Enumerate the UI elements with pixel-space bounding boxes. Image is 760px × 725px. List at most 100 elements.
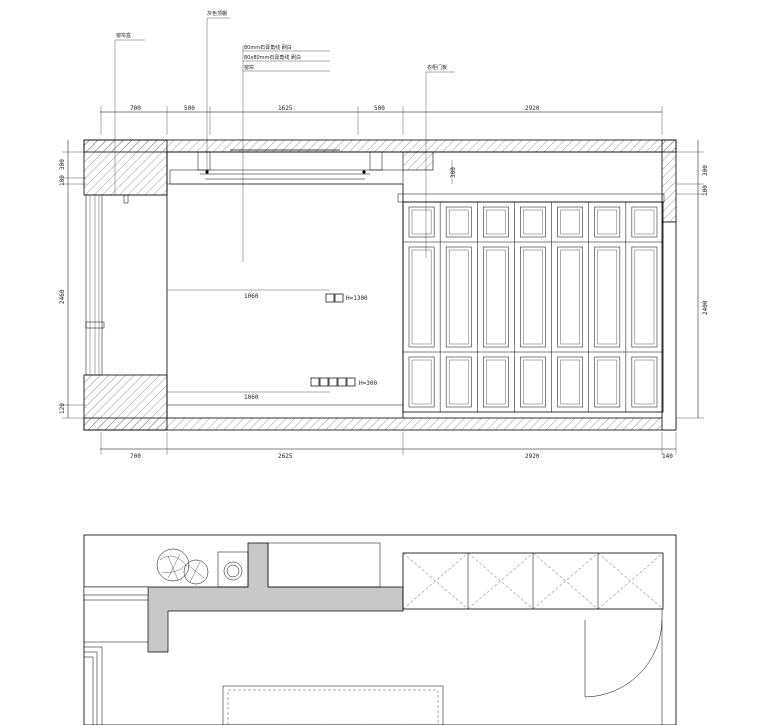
socket-box <box>337 377 347 387</box>
wardrobe-door-panel <box>560 209 580 235</box>
dim-bottom-4: 140 <box>662 453 673 460</box>
dim-bottom-2: 2625 <box>278 453 293 460</box>
socket-height-1: H=1300 <box>346 295 368 302</box>
socket-box <box>334 293 344 303</box>
socket-box <box>328 377 338 387</box>
dim-top-2: 500 <box>184 105 195 112</box>
wardrobe-door-panel <box>486 209 506 235</box>
wardrobe-elevation <box>397 193 665 413</box>
wardrobe-door-panel <box>483 246 509 348</box>
wardrobe-door-panel <box>408 246 435 348</box>
desk <box>267 542 381 588</box>
dim-top-3: 1625 <box>278 105 293 112</box>
wardrobe-door-panel <box>448 209 469 235</box>
dim-right-3: 2400 <box>702 300 709 315</box>
wardrobe-door-panel <box>557 356 583 408</box>
dim-left-4: 120 <box>59 403 66 414</box>
wardrobe-door-panel <box>520 356 546 408</box>
wardrobe-plan-cross <box>532 552 599 610</box>
door-swing <box>584 619 663 698</box>
wardrobe-plan-cross <box>597 552 664 610</box>
wardrobe-door-panel <box>560 249 580 345</box>
wall-hatch <box>84 542 404 653</box>
wardrobe-door-panel <box>634 359 655 405</box>
note-ceiling: 灰色顶棚 <box>207 10 227 17</box>
wardrobe-door-panel <box>486 359 506 405</box>
socket-box <box>319 377 329 387</box>
plan-view <box>83 534 677 725</box>
wardrobe-plan <box>402 552 664 610</box>
socket-height-2: H=300 <box>359 380 377 387</box>
dim-left-2: 100 <box>59 175 66 186</box>
dim-inner-socket-2: 1060 <box>244 394 259 401</box>
room-outline <box>102 151 662 418</box>
dim-inner-top: 300 <box>450 167 457 178</box>
annotation-leaders: 窗帘盒 灰色顶棚 80mm石膏角线 刷白 80x80mm石膏角线 刷白 窗帘 衣… <box>114 10 455 262</box>
wardrobe-door-panel <box>520 206 546 238</box>
wardrobe-door-panel <box>560 359 580 405</box>
note-cornice-2: 80x80mm石膏角线 刷白 <box>244 54 301 61</box>
wardrobe-door-panel <box>631 206 658 238</box>
wardrobe-door-panel <box>631 246 658 348</box>
wardrobe-door-panel <box>523 359 543 405</box>
dim-right-2: 100 <box>702 185 709 196</box>
wardrobe-door-panel <box>594 206 621 238</box>
wardrobe-door-panel <box>483 356 509 408</box>
plan-outline <box>83 534 677 725</box>
dim-bottom-1: 700 <box>130 453 141 460</box>
note-cornice-1: 80mm石膏角线 刷白 <box>244 44 292 51</box>
note-curtain-box: 窗帘盒 <box>116 32 131 39</box>
ceiling-cornice <box>169 149 404 185</box>
dim-top-5: 2920 <box>525 105 540 112</box>
wardrobe-door-panel <box>520 246 546 348</box>
window-plan <box>84 599 148 725</box>
wardrobe-door-panel <box>411 359 432 405</box>
dim-inner-socket-1: 1060 <box>244 293 259 300</box>
wardrobe-door-panel <box>631 356 658 408</box>
wardrobe-door-panel <box>408 206 435 238</box>
dim-top-1: 700 <box>130 105 141 112</box>
wardrobe-door-panel <box>557 246 583 348</box>
wardrobe-door-panel <box>523 209 543 235</box>
wall-section <box>83 139 677 431</box>
socket-box <box>325 293 335 303</box>
note-curtain: 窗帘 <box>244 64 254 71</box>
wardrobe-door-panel <box>445 356 472 408</box>
wardrobe-door-panel <box>411 209 432 235</box>
toilet-box <box>217 551 249 588</box>
socket-box <box>346 377 356 387</box>
wardrobe-door-panel <box>445 206 472 238</box>
wardrobe-door-panel <box>597 249 618 345</box>
wardrobe-plan-cross <box>467 552 534 610</box>
wardrobe-door-panel <box>594 246 621 348</box>
note-wardrobe: 衣柜门板 <box>427 64 447 71</box>
dim-left-1: 300 <box>59 159 66 170</box>
plant-icon <box>156 548 209 585</box>
wardrobe-door-panel <box>594 356 621 408</box>
dim-top-4: 500 <box>374 105 385 112</box>
bed-outline <box>222 685 444 725</box>
bottom-dimension-line: 700 2625 2920 140 <box>100 432 677 460</box>
right-dimension-line: 300 100 2400 <box>676 140 709 419</box>
wardrobe-door-panel <box>448 249 469 345</box>
wardrobe-door-panel <box>411 249 432 345</box>
socket-box <box>310 377 320 387</box>
wardrobe-door-panel <box>597 209 618 235</box>
dim-bottom-3: 2920 <box>525 453 540 460</box>
wardrobe-door-panel <box>634 209 655 235</box>
window-elevation <box>85 194 129 376</box>
wardrobe-door-panel <box>597 359 618 405</box>
dim-left-3: 2460 <box>59 289 66 304</box>
fixture-circle-icon <box>223 561 243 581</box>
top-dimension-line: 700 500 1625 500 2920 <box>100 105 663 135</box>
wardrobe-door-panel <box>445 246 472 348</box>
wardrobe-door-panel <box>408 356 435 408</box>
elevation-view: 700 500 1625 500 2920 窗帘盒 灰色顶棚 80mm石膏角线 … <box>59 10 709 460</box>
wardrobe-door-panel <box>523 249 543 345</box>
wardrobe-door-panel <box>483 206 509 238</box>
wardrobe-plan-cross <box>402 552 469 610</box>
wardrobe-door-panel <box>557 206 583 238</box>
wardrobe-door-panel <box>634 249 655 345</box>
wall-fixtures: 1060 H=1300 1060 H=300 300 <box>167 160 457 401</box>
